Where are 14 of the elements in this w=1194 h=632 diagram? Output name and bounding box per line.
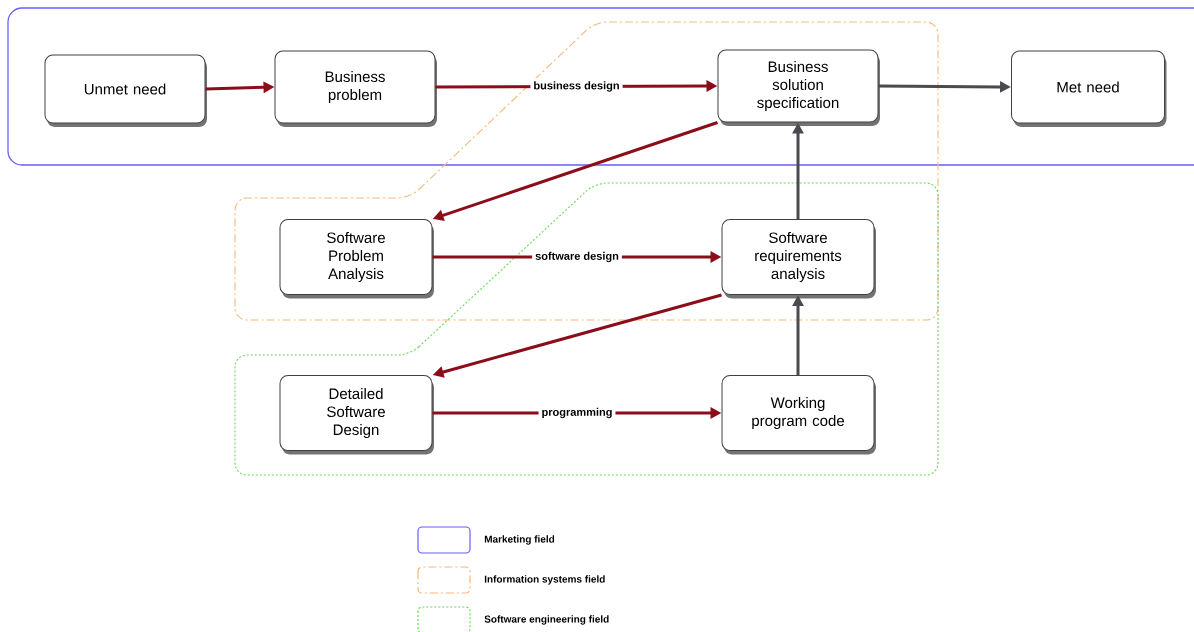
process-box: Business problem [274, 50, 437, 127]
process-box: Software requirements analysis [721, 219, 876, 299]
edge-label: software design [535, 251, 619, 263]
process-box: Detailed Software Design [279, 375, 434, 455]
process-box: Software Problem Analysis [279, 219, 434, 299]
process-box: Met need [1011, 50, 1167, 127]
legend-label: Marketing field [484, 535, 555, 545]
process-box: Unmet need [44, 54, 207, 127]
edge-label: programming [542, 407, 612, 419]
process-box: Working program code [721, 375, 876, 455]
legend-label: Information systems field [484, 575, 605, 585]
process-box: Business solution specification [717, 49, 880, 126]
legend-label: Software engineering field [484, 615, 609, 625]
edge-label: business design [534, 81, 619, 92]
